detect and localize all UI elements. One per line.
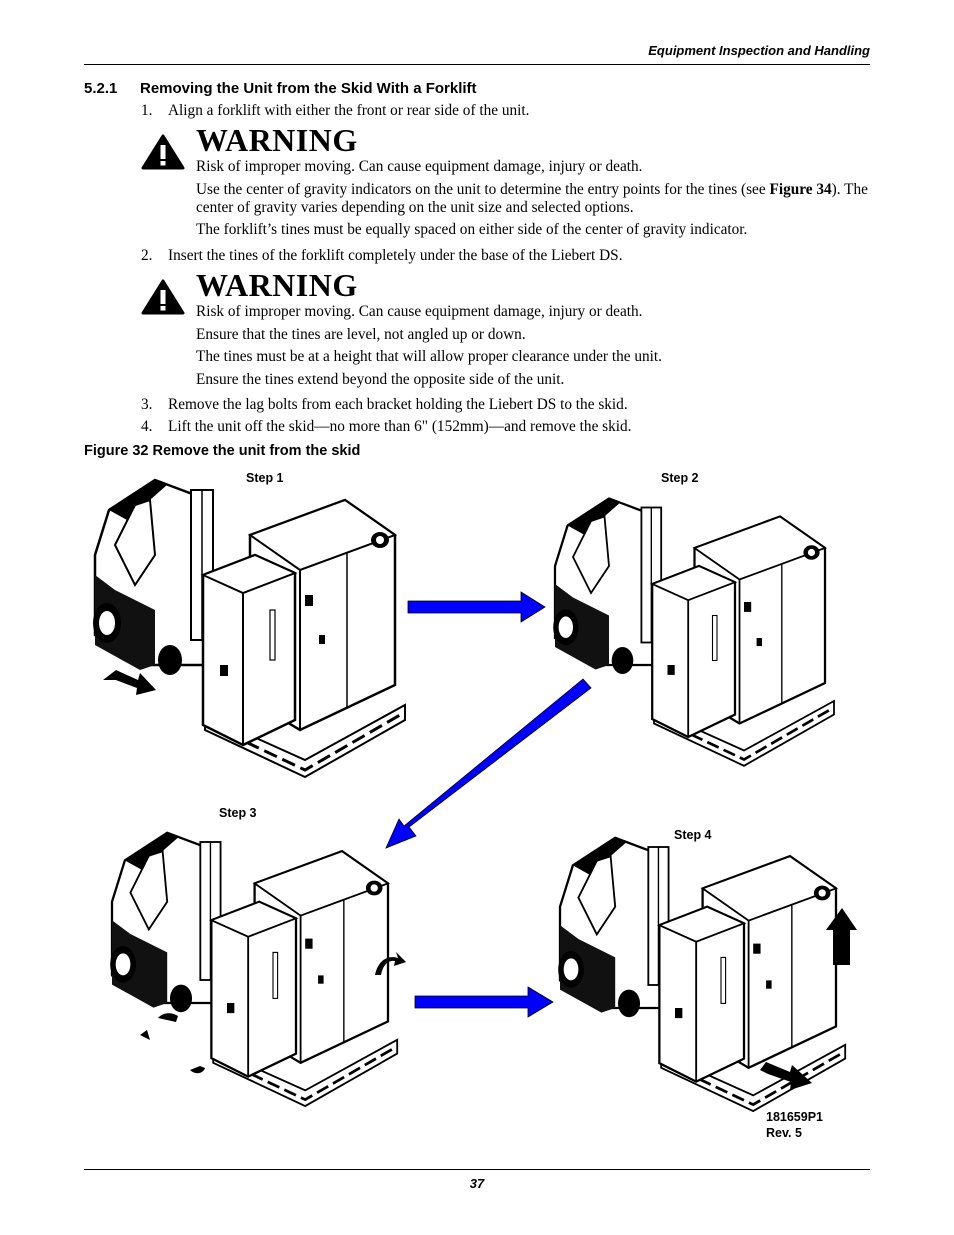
figure-caption: Figure 32 Remove the unit from the skid <box>84 443 361 459</box>
step-item: 1.Align a forklift with either the front… <box>141 102 530 119</box>
step-item: 4.Lift the unit off the skid—no more tha… <box>141 418 632 435</box>
warning-triangle-icon <box>141 134 185 170</box>
section-title: Removing the Unit from the Skid With a F… <box>140 80 477 97</box>
warning-text: Ensure the tines extend beyond the oppos… <box>196 371 565 388</box>
section-heading: 5.2.1 Removing the Unit from the Skid Wit… <box>84 80 477 97</box>
arrow-step3-to-step4 <box>414 986 554 1018</box>
rotate-arrow-icon <box>375 952 406 975</box>
process-arrows <box>385 591 592 1018</box>
skid-out-arrow-icon <box>760 1062 812 1090</box>
step3-illustration <box>108 831 399 1108</box>
warning-text: Risk of improper moving. Can cause equip… <box>196 303 643 320</box>
warning-text: The forklift’s tines must be equally spa… <box>196 221 748 238</box>
header-rule <box>84 64 870 65</box>
section-number: 5.2.1 <box>84 80 118 97</box>
step2-illustration <box>551 497 836 768</box>
rotate-arrow-icon <box>140 1030 150 1040</box>
move-arrow-icon <box>103 670 156 695</box>
warning-text: Use the center of gravity indicators on … <box>196 181 868 216</box>
step-label: Step 2 <box>661 471 699 485</box>
rotate-arrow-icon <box>158 1013 178 1022</box>
figure-reference-link[interactable]: Figure 34 <box>769 181 832 198</box>
step-item: 2.Insert the tines of the forklift compl… <box>141 247 623 264</box>
lift-up-arrow-icon <box>826 908 857 965</box>
warning-title: WARNING <box>196 122 358 158</box>
step-item: 3.Remove the lag bolts from each bracket… <box>141 396 628 413</box>
warning-title: WARNING <box>196 267 358 303</box>
arrow-step1-to-step2 <box>407 591 546 623</box>
warning-text: The tines must be at a height that will … <box>196 348 662 365</box>
warning-text: Risk of improper moving. Can cause equip… <box>196 158 643 175</box>
step-label: Step 3 <box>219 806 257 820</box>
step4-illustration <box>556 836 847 1113</box>
page-number: 37 <box>469 1176 485 1191</box>
running-header: Equipment Inspection and Handling <box>648 43 870 58</box>
rotate-arrow-icon <box>190 1066 205 1074</box>
step-label: Step 1 <box>246 471 284 485</box>
step-label: Step 4 <box>674 828 712 842</box>
arrow-step2-to-step3 <box>385 678 592 849</box>
warning-triangle-icon <box>141 279 185 315</box>
footer-rule <box>84 1169 870 1170</box>
warning-text: Ensure that the tines are level, not ang… <box>196 326 526 343</box>
step1-illustration <box>91 478 407 779</box>
figure-reference-code: 181659P1 Rev. 5 <box>766 1110 824 1140</box>
